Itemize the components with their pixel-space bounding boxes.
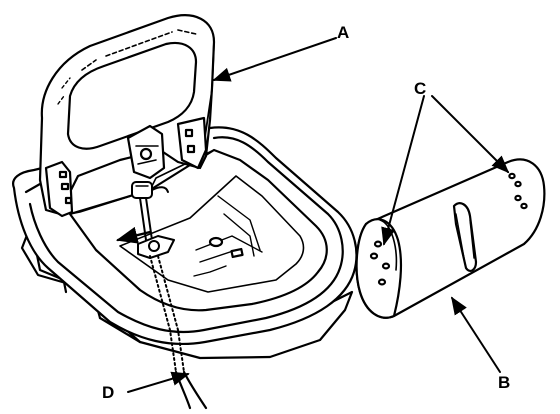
grip-texture-top	[81, 29, 197, 71]
leader-c1	[381, 95, 425, 246]
handle-window	[66, 41, 198, 150]
console-box	[12, 126, 358, 360]
pad-hole-5	[508, 172, 516, 180]
pad-hole-2	[369, 252, 379, 260]
latch-knob	[131, 181, 153, 199]
tray-floor	[119, 175, 305, 293]
pad-hole-7	[514, 194, 522, 202]
pad-hole-4	[377, 278, 387, 286]
pad-hole-1	[373, 240, 383, 248]
direction-arrow	[115, 226, 152, 244]
leader-a	[212, 37, 337, 82]
callout-d: D	[102, 383, 114, 402]
leader-d	[127, 371, 190, 393]
floor-hole	[208, 236, 224, 248]
pad-hole-6	[514, 180, 522, 188]
callout-b: B	[498, 373, 510, 392]
cable-outer	[174, 370, 208, 410]
floor-slot	[230, 247, 244, 259]
callout-a: A	[337, 23, 349, 42]
pad-end-cap	[355, 218, 403, 319]
tray-rim-lip	[24, 136, 344, 334]
tray-well	[68, 148, 328, 312]
handle-frame	[38, 14, 216, 218]
leader-c2	[431, 95, 510, 174]
leader-b	[451, 296, 501, 373]
handle-right-leg	[176, 116, 208, 170]
pad-hole-3	[381, 262, 391, 270]
latch-mechanism	[115, 181, 175, 259]
callout-c: C	[414, 79, 426, 98]
pad-hole-8	[520, 202, 528, 210]
leader-lines	[127, 37, 510, 393]
